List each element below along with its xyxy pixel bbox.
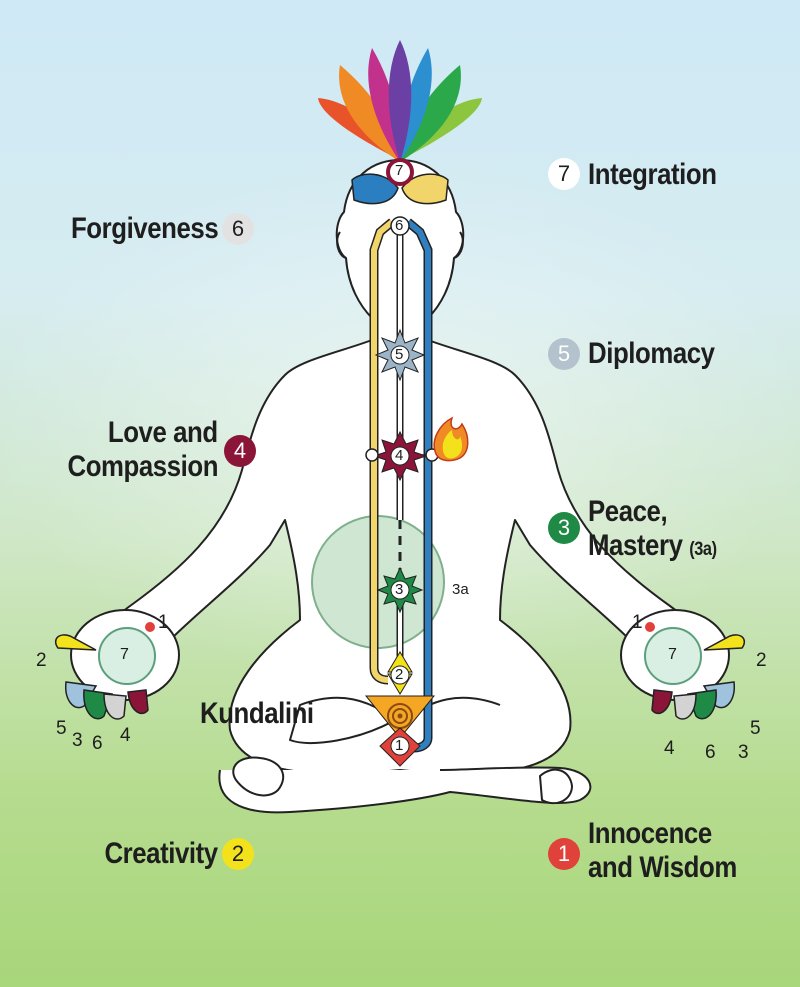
chakra-7-marker: 7: [395, 162, 404, 179]
left-finger-3: 3: [72, 730, 83, 751]
label-peace-line1: Peace,: [588, 495, 668, 528]
label-diplomacy: Diplomacy: [588, 337, 715, 370]
left-finger-5: 5: [56, 718, 67, 739]
right-finger-4: 4: [664, 738, 675, 759]
chakra-4-marker: 4: [395, 447, 404, 464]
label-innocence-line2: and Wisdom: [588, 851, 737, 884]
lotus-crown: [318, 40, 482, 162]
right-finger-1: 1: [632, 612, 643, 633]
label-integration: Integration: [588, 158, 717, 191]
crown-swirl: [351, 173, 449, 205]
badge-3: 3: [548, 512, 580, 544]
badge-4: 4: [224, 435, 256, 467]
badge-5: 5: [548, 338, 580, 370]
chakra-6-marker: 6: [395, 217, 404, 234]
label-peace-line2: Mastery (3a): [588, 529, 717, 567]
right-finger-2: 2: [756, 650, 767, 671]
badge-1: 1: [548, 838, 580, 870]
label-forgiveness: Forgiveness: [70, 212, 219, 245]
flame-icon: [433, 416, 469, 462]
right-palm-marker: 7: [668, 646, 677, 663]
chakra-3a-marker: 3a: [452, 581, 469, 598]
left-finger-2: 2: [36, 650, 47, 671]
chakra-1-marker: 1: [395, 737, 404, 754]
label-love-line2: Compassion: [67, 450, 218, 483]
label-innocence-line1: Innocence: [588, 817, 712, 850]
label-mastery: Mastery: [588, 529, 683, 562]
left-finger-6: 6: [92, 733, 103, 754]
badge-2: 2: [222, 838, 254, 870]
chakra-markers: [364, 158, 439, 767]
chakra-2-marker: 2: [395, 666, 404, 683]
right-finger-3: 3: [738, 742, 749, 763]
right-finger-5: 5: [750, 718, 761, 739]
left-finger-4: 4: [120, 725, 131, 746]
label-creativity: Creativity: [104, 837, 219, 870]
badge-7: 7: [548, 158, 580, 190]
right-hand: [620, 609, 746, 720]
left-palm-marker: 7: [120, 646, 129, 663]
chakra-5-marker: 5: [395, 346, 404, 363]
left-finger-1: 1: [158, 612, 169, 633]
badge-6: 6: [222, 213, 254, 245]
label-3a-suffix: (3a): [689, 539, 717, 560]
left-hand: [54, 609, 180, 720]
right-finger-6: 6: [705, 742, 716, 763]
label-love-line1: Love and: [108, 416, 218, 449]
chakra-3-marker: 3: [395, 581, 404, 598]
label-kundalini: Kundalini: [200, 697, 314, 730]
